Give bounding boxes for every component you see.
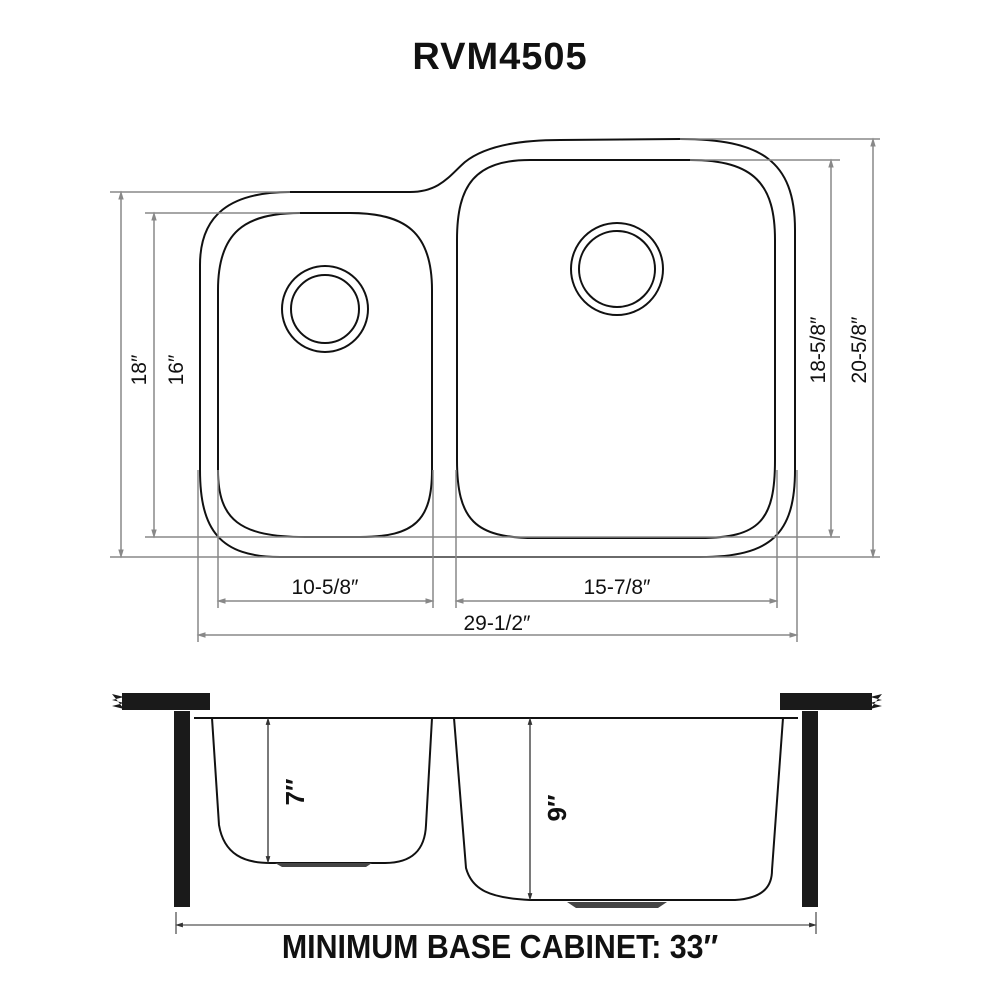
cabinet-wall-left: [174, 711, 190, 907]
side-view: [112, 693, 882, 934]
countertop-right: [780, 693, 872, 710]
dim-left-bowl-height: 16″: [165, 354, 188, 385]
right-bowl-contour: [456, 159, 776, 539]
left-bowl-contour: [217, 212, 433, 538]
left-drain-outer: [281, 265, 369, 353]
top-dimension-lines: [110, 137, 880, 642]
right-drain-profile: [567, 902, 667, 908]
dim-overall-height-right: 20-5/8″: [848, 316, 871, 384]
dim-overall-width: 29-1/2″: [464, 612, 532, 635]
cabinet-wall-right: [802, 711, 818, 907]
left-drain-inner: [290, 274, 360, 344]
dim-right-bowl-depth: 9″: [542, 795, 572, 822]
right-drain-inner: [578, 230, 656, 308]
countertop-left: [122, 693, 210, 710]
dim-right-bowl-height: 18-5/8″: [807, 316, 830, 384]
left-drain-profile: [275, 863, 372, 867]
dim-left-bowl-depth: 7″: [280, 779, 310, 806]
sink-outer-contour: [199, 137, 796, 558]
top-view: [199, 137, 796, 558]
dim-right-bowl-width: 15-7/8″: [584, 576, 652, 599]
right-bowl-profile: [453, 717, 784, 901]
dim-overall-height-left: 18″: [128, 354, 151, 385]
min-base-cabinet-label: MINIMUM BASE CABINET: 33″: [281, 928, 719, 965]
model-title: RVM4505: [412, 36, 588, 78]
left-bowl-profile: [211, 717, 433, 864]
right-drain-outer: [570, 222, 664, 316]
dim-left-bowl-width: 10-5/8″: [292, 576, 360, 599]
